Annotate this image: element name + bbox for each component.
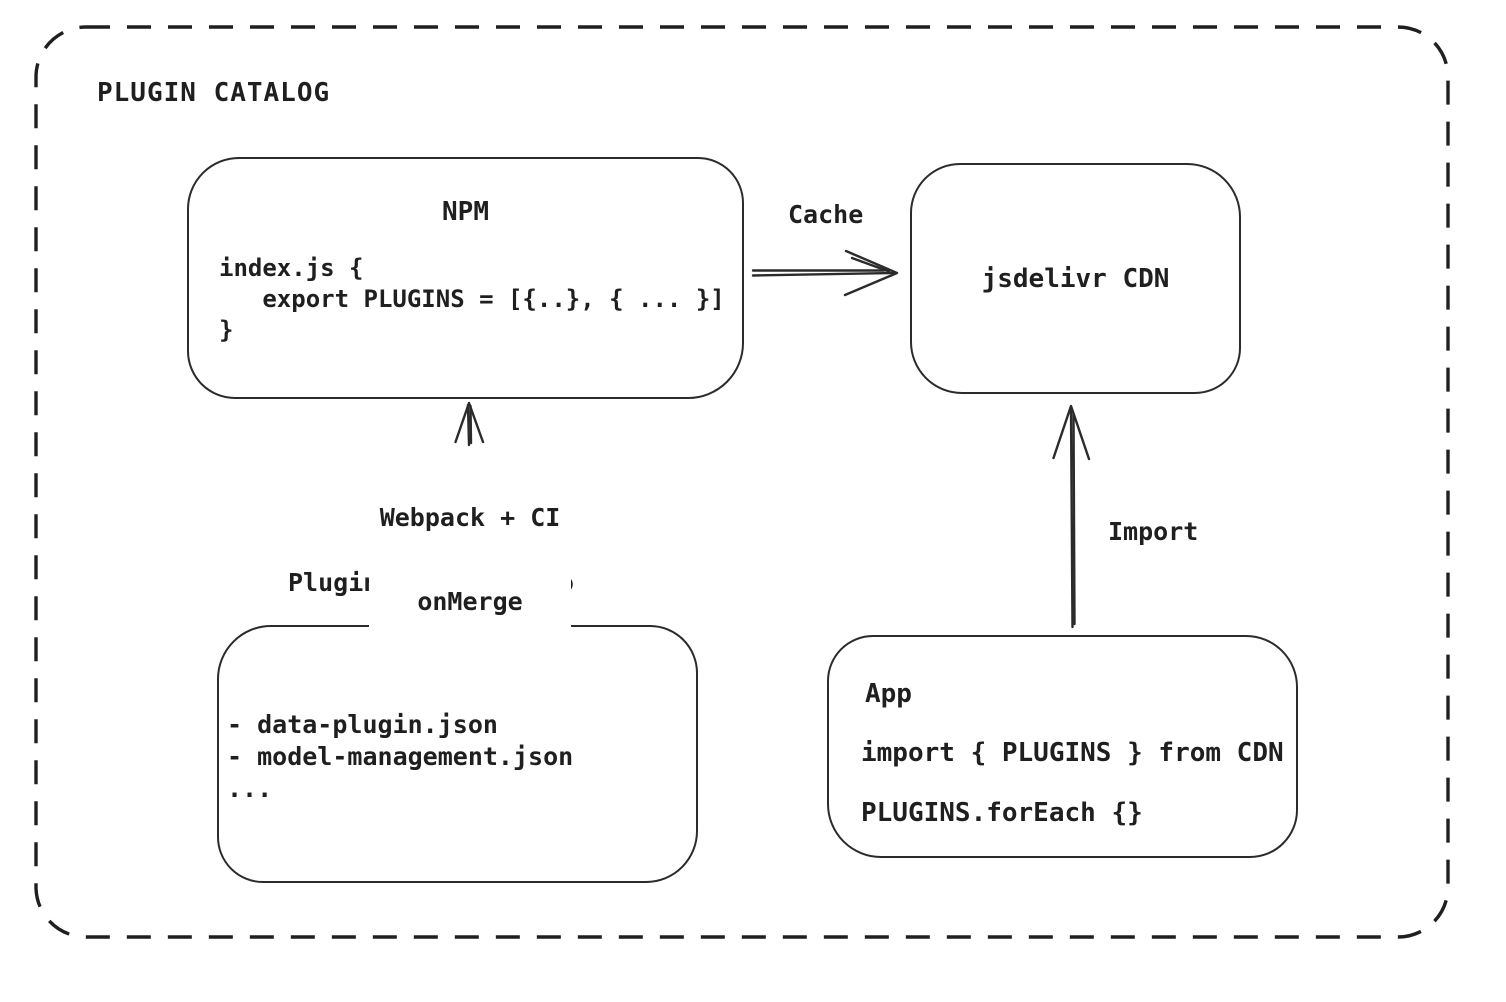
repo-file-item: - model-management.json [227, 742, 574, 771]
npm-code-block: index.js { export PLUGINS = [{..}, { ...… [219, 253, 725, 346]
repo-file-item: - data-plugin.json [227, 710, 498, 739]
repo-file-item: ... [227, 774, 273, 803]
node-npm: NPM index.js { export PLUGINS = [{..}, {… [187, 157, 744, 399]
cache-arrow [751, 249, 899, 297]
npm-code-line: index.js { [219, 254, 364, 282]
cdn-label: jsdelivr CDN [981, 263, 1170, 294]
app-title: App [865, 679, 912, 709]
diagram-title: PLUGIN CATALOG [97, 78, 331, 108]
npm-code-line: } [219, 316, 234, 344]
npm-code-line: export PLUGINS = [{..}, { ... }] [219, 285, 725, 313]
node-jsdelivr-cdn: jsdelivr CDN [910, 163, 1241, 394]
npm-title: NPM [442, 197, 489, 227]
import-arrow [1052, 404, 1091, 629]
app-code-line: import { PLUGINS } from CDN [861, 738, 1284, 768]
build-arrow-label-line: Webpack + CI [379, 503, 561, 532]
build-arrow-label-line: onMerge [417, 587, 523, 616]
cache-arrow-label: Cache [788, 200, 864, 229]
import-arrow-label: Import [1108, 517, 1199, 546]
repo-file-list: - data-plugin.json - model-management.js… [227, 709, 573, 805]
build-arrow-label: Webpack + CI onMerge [369, 448, 571, 672]
app-code-line: PLUGINS.forEach {} [861, 798, 1143, 828]
node-app: App import { PLUGINS } from CDN PLUGINS.… [827, 635, 1298, 858]
